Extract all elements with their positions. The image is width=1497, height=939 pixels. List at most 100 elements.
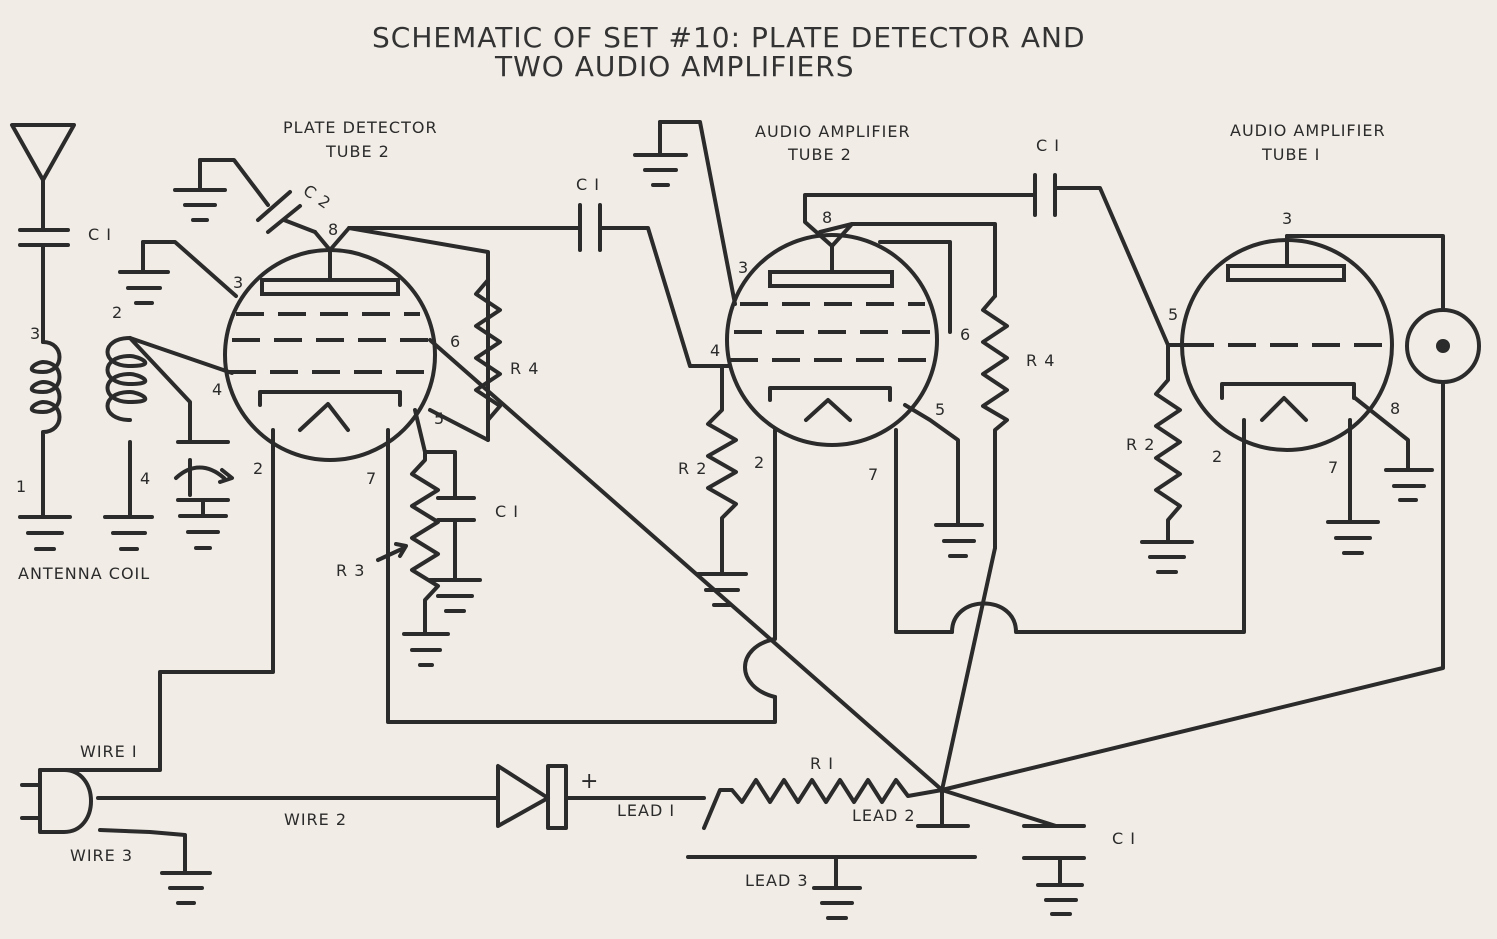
label-lead-2: LEAD 2 — [852, 806, 916, 825]
label-c2: C 2 — [300, 181, 335, 213]
label-wire-2: WIRE 2 — [284, 810, 347, 829]
label-audio-amp-1: AUDIO AMPLIFIER — [755, 122, 911, 141]
antenna-coil-secondary — [105, 336, 234, 519]
ground-symbol — [428, 578, 482, 613]
antenna-coil-primary — [29, 328, 62, 519]
label-detector-tube: TUBE 2 — [325, 142, 390, 161]
ground-symbol — [696, 572, 748, 607]
wire — [413, 408, 457, 500]
wire — [1353, 396, 1410, 472]
label-lead-1: LEAD I — [617, 801, 675, 820]
label-c1-coupling-1: C I — [576, 175, 600, 194]
capacitor-c2 — [198, 158, 317, 234]
audio-amplifier-tube-1 — [1180, 234, 1394, 452]
wire — [686, 855, 977, 889]
label-r2-amp1: R 2 — [678, 459, 707, 478]
label-plate-detector: PLATE DETECTOR — [283, 118, 438, 137]
pin-label-coil-2: 2 — [112, 303, 123, 322]
wire — [313, 230, 332, 252]
rectifier-diode — [496, 764, 706, 830]
wire — [98, 828, 187, 875]
pin-label-detector-5: 5 — [434, 409, 445, 428]
ground-symbol — [18, 515, 72, 551]
resistor-r2-amp1 — [706, 364, 738, 574]
ground-symbol — [1036, 883, 1084, 916]
ground-symbol — [118, 240, 170, 305]
wire — [347, 226, 490, 432]
wire — [803, 193, 1037, 248]
wire — [141, 240, 238, 298]
pin-label-amp1-3: 3 — [738, 258, 749, 277]
pin-label-amp1-6: 6 — [960, 325, 971, 344]
label-r4-detector: R 4 — [510, 359, 539, 378]
pin-label-amp2-5: 5 — [1168, 305, 1179, 324]
resistor-r3 — [376, 450, 440, 636]
label-wire-3: WIRE 3 — [70, 846, 133, 865]
wire — [38, 428, 275, 772]
resistor-r4-amp1 — [981, 294, 1009, 550]
label-plus: + — [580, 769, 599, 794]
wire — [940, 788, 1058, 828]
capacitor-c1-detector — [436, 496, 476, 582]
wire — [894, 428, 954, 634]
wire — [940, 546, 997, 792]
wire-crossover — [950, 418, 1246, 634]
pin-label-amp2-8: 8 — [1390, 399, 1401, 418]
wire — [1285, 234, 1445, 312]
label-audio-amp-2-tube: TUBE I — [1261, 145, 1320, 164]
label-c1-filter: C I — [1112, 829, 1136, 848]
pin-label-amp1-4: 4 — [710, 341, 721, 360]
label-r4-amp1: R 4 — [1026, 351, 1055, 370]
label-r3: R 3 — [336, 561, 365, 580]
junction-node — [939, 787, 945, 793]
ground-symbol — [934, 523, 984, 558]
diagram-title-line-2: TWO AUDIO AMPLIFIERS — [494, 50, 854, 83]
wire — [830, 222, 997, 298]
audio-amplifier-tube-2 — [725, 233, 940, 447]
label-c1-antenna: C I — [88, 225, 112, 244]
wire — [386, 428, 777, 724]
ground-symbol — [402, 632, 450, 667]
label-antenna-coil: ANTENNA COIL — [18, 564, 150, 583]
detector-tube — [223, 248, 437, 462]
ground-symbol — [1140, 540, 1194, 574]
pin-label-amp1-8: 8 — [822, 208, 833, 227]
pin-label-coil-4: 4 — [140, 469, 151, 488]
pin-label-amp1-2: 2 — [754, 453, 765, 472]
label-lead-3: LEAD 3 — [745, 871, 809, 890]
capacitor-c1-coupling-1 — [578, 203, 732, 368]
wire — [818, 222, 854, 234]
pin-label-amp2-2: 2 — [1212, 447, 1223, 466]
ground-symbol — [1384, 468, 1434, 502]
label-c1-coupling-2: C I — [1036, 136, 1060, 155]
ground-symbol — [173, 188, 227, 222]
ground-symbol — [103, 515, 154, 551]
ground-symbol — [160, 871, 212, 905]
capacitor-c1-coupling-2 — [1033, 173, 1192, 347]
pin-label-detector-3: 3 — [233, 273, 244, 292]
pin-label-detector-8: 8 — [328, 220, 339, 239]
pin-label-detector-6: 6 — [450, 332, 461, 351]
wire — [916, 788, 970, 828]
ground-symbol — [812, 886, 862, 920]
pin-label-amp1-7: 7 — [868, 465, 879, 484]
pin-label-amp2-3: 3 — [1282, 209, 1293, 228]
antenna-capacitor-c1 — [18, 228, 70, 332]
resistor-r4-detector — [474, 278, 502, 442]
antenna-symbol — [10, 123, 76, 232]
pin-label-coil-1: 1 — [16, 477, 27, 496]
label-audio-amp-2: AUDIO AMPLIFIER — [1230, 121, 1386, 140]
wire — [428, 338, 944, 792]
pin-label-amp2-7: 7 — [1328, 458, 1339, 477]
tuning-capacitor — [174, 440, 234, 518]
capacitor-c1-filter — [1022, 824, 1086, 887]
ground-symbol — [178, 514, 228, 550]
label-r2-amp2: R 2 — [1126, 435, 1155, 454]
resistor-r2-amp2 — [1154, 343, 1182, 542]
power-plug — [20, 768, 93, 834]
resistor-r1 — [702, 778, 944, 830]
wire — [428, 408, 490, 442]
label-audio-amp-1-tube: TUBE 2 — [787, 145, 852, 164]
